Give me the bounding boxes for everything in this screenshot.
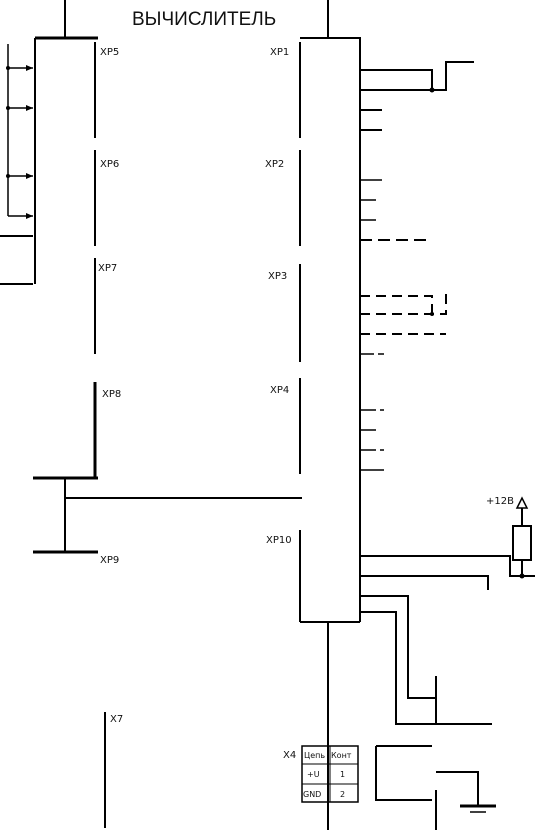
label-xp2: XP2: [265, 159, 284, 170]
label-xp8: XP8: [102, 389, 121, 400]
label-xp3: XP3: [268, 271, 287, 282]
x4-cell: 2: [340, 790, 345, 799]
bottom-right-wiring: [375, 745, 496, 830]
computer-block-outline: [34, 0, 361, 623]
x4-header-circuit: Цепь: [304, 751, 325, 760]
connector-labels: XP5 XP6 XP7 XP8 XP9 X7 XP1 XP2 XP3 XP4 X…: [98, 47, 514, 761]
label-xp6: XP6: [100, 159, 119, 170]
resistor-icon: [512, 525, 532, 561]
supply-arrow-icon: [515, 496, 529, 509]
label-x4: X4: [283, 750, 296, 761]
label-xp10: XP10: [266, 535, 292, 546]
xp3-wiring: [360, 290, 447, 355]
label-x7: X7: [110, 714, 123, 725]
xp1-wiring: [360, 61, 474, 131]
x4-table: Цепь Конт +U 1 GND 2: [301, 745, 359, 803]
block-title: ВЫЧИСЛИТЕЛЬ: [132, 9, 276, 30]
right-pin-columns: [299, 42, 361, 476]
x4-cell: +U: [307, 770, 320, 779]
xp2-wiring: [360, 179, 432, 241]
xp10-wiring: [327, 496, 535, 830]
label-xp7: XP7: [98, 263, 117, 274]
left-pin-columns: [34, 40, 106, 828]
xp4-wiring: [360, 409, 384, 471]
left-input-wires: [0, 44, 33, 285]
x4-cell: 1: [340, 770, 345, 779]
xp8-xp9-bus: [33, 476, 302, 554]
x4-cell: GND: [303, 790, 321, 799]
label-xp1: XP1: [270, 47, 289, 58]
label-xp4: XP4: [270, 385, 289, 396]
label-xp9: XP9: [100, 555, 119, 566]
x4-header-contact: Конт: [331, 751, 352, 760]
label-xp5: XP5: [100, 47, 119, 58]
supply-voltage-label: +12В: [486, 496, 514, 507]
